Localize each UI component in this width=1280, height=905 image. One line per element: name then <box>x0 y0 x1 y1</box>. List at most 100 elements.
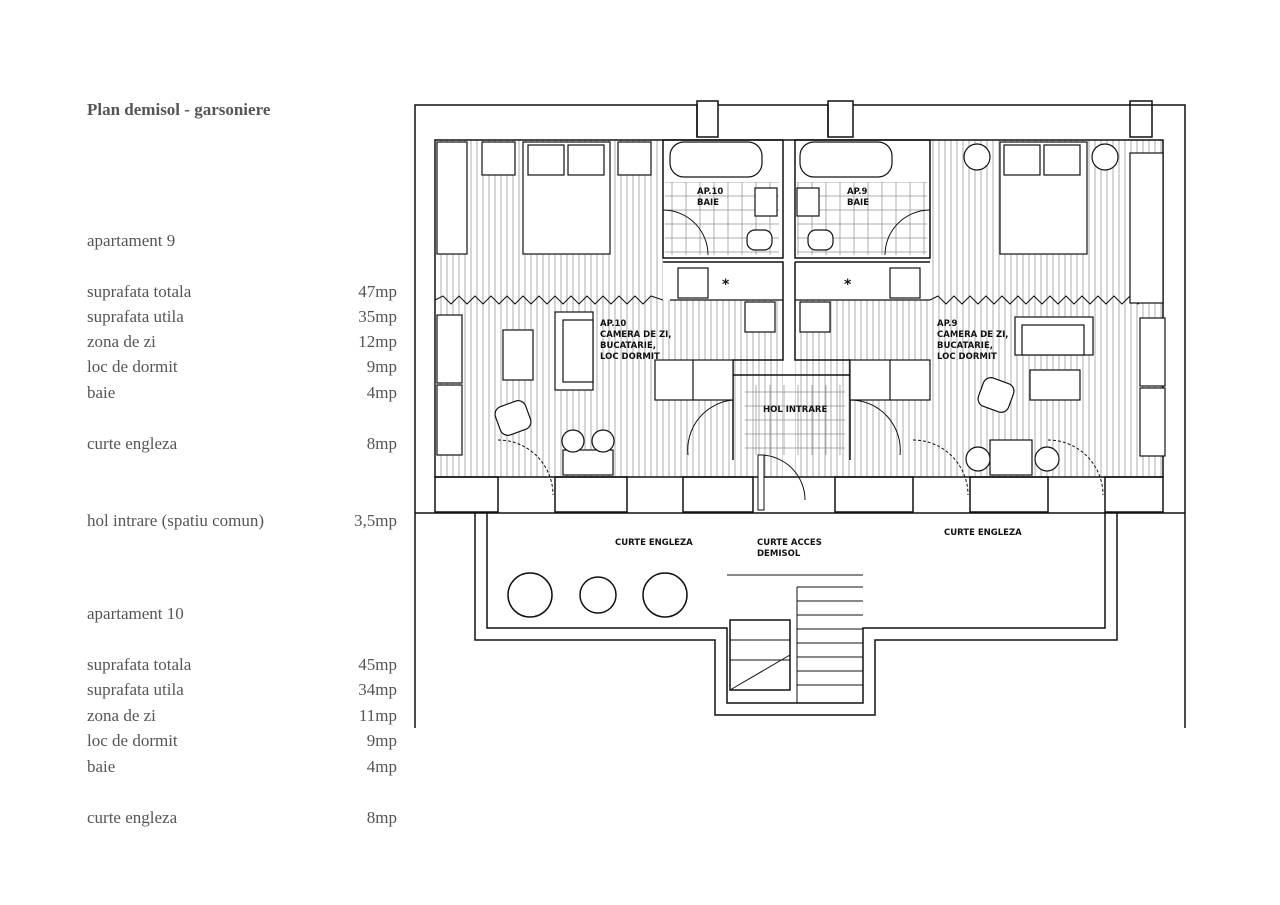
row-label: loc de dormit <box>87 357 178 376</box>
star-marker: * <box>844 277 852 293</box>
chair <box>1034 446 1060 472</box>
row-label: hol intrare (spatiu comun) <box>87 511 265 530</box>
furniture <box>436 141 1166 476</box>
bench <box>562 449 614 476</box>
label-ap9-bath: AP.9 <box>847 187 867 197</box>
label-ap10-bath: BAIE <box>697 198 719 208</box>
label-ap9-room: CAMERA DE ZI, <box>937 330 1009 340</box>
row-label: zona de zi <box>87 332 156 351</box>
row-value: 35mp <box>358 307 397 326</box>
row-value: 9mp <box>366 357 397 376</box>
section-cut-left <box>434 295 664 305</box>
cabinet <box>1139 317 1166 387</box>
row-value: 45mp <box>358 655 397 674</box>
label-ap10-room: LOC DORMIT <box>600 352 660 362</box>
pillow <box>527 144 565 176</box>
stove <box>677 267 709 299</box>
row-label: loc de dormit <box>87 731 178 750</box>
pillow <box>1003 144 1041 176</box>
label-court-access: CURTE ACCES <box>757 538 822 548</box>
stairs <box>727 574 863 703</box>
chair <box>561 429 585 453</box>
chair <box>591 429 615 453</box>
kitchen-sink <box>799 301 831 333</box>
cabinet <box>436 314 463 384</box>
dining-table <box>989 439 1033 476</box>
nightstand-round <box>1091 143 1119 171</box>
label-ap9-bath: BAIE <box>847 198 869 208</box>
apt9-row: baie 4mp <box>87 383 397 403</box>
label-ap10-room: BUCATARIE, <box>600 341 656 351</box>
wardrobe <box>1129 152 1164 304</box>
chair-seat <box>642 572 688 618</box>
sink <box>754 187 778 217</box>
row-value: 11mp <box>358 706 397 725</box>
armchair <box>494 400 532 436</box>
section-cut-right <box>929 295 1164 305</box>
sink <box>796 187 820 217</box>
doors <box>497 209 1104 511</box>
wardrobe <box>436 141 468 255</box>
row-value: 4mp <box>366 383 397 402</box>
cabinet <box>1139 387 1166 457</box>
label-ap10-room: AP.10 <box>600 319 626 329</box>
row-value: 8mp <box>366 434 397 453</box>
plan-title: Plan demisol - garsoniere <box>87 100 271 119</box>
label-ap9-room: LOC DORMIT <box>937 352 997 362</box>
label-hall: HOL INTRARE <box>763 405 827 415</box>
apt10-heading: apartament 10 <box>87 604 184 623</box>
row-label: baie <box>87 383 116 402</box>
pillow <box>567 144 605 176</box>
apt10-row: loc de dormit 9mp <box>87 731 397 751</box>
row-value: 9mp <box>366 731 397 750</box>
common-hall-row: hol intrare (spatiu comun) 3,5mp <box>87 511 397 531</box>
table <box>502 329 534 381</box>
label-courtyard-right: CURTE ENGLEZA <box>944 528 1022 538</box>
sofa-seat <box>562 319 594 383</box>
bathtub <box>799 141 893 178</box>
row-label: suprafata utila <box>87 307 184 326</box>
apt9-row: suprafata utila 35mp <box>87 307 397 327</box>
sofa-seat <box>1021 324 1085 356</box>
label-courtyard-left: CURTE ENGLEZA <box>615 538 693 548</box>
stove <box>889 267 921 299</box>
armchair <box>977 377 1015 413</box>
apt9-courtyard-row: curte engleza 8mp <box>87 434 397 454</box>
row-value: 47mp <box>358 282 397 301</box>
row-value: 3,5mp <box>354 511 397 530</box>
counter <box>654 359 734 401</box>
apt9-row: loc de dormit 9mp <box>87 357 397 377</box>
label-court-access: DEMISOL <box>757 549 801 559</box>
row-value: 34mp <box>358 680 397 699</box>
apt10-row: zona de zi 11mp <box>87 706 397 726</box>
label-ap9-room: AP.9 <box>937 319 957 329</box>
label-ap9-room: BUCATARIE, <box>937 341 993 351</box>
row-label: curte engleza <box>87 808 178 827</box>
apt9-heading: apartament 9 <box>87 231 176 250</box>
label-ap10-bath: AP.10 <box>697 187 723 197</box>
row-label: suprafata utila <box>87 680 184 699</box>
row-label: curte engleza <box>87 434 178 453</box>
table <box>1029 369 1081 401</box>
apt10-row: suprafata utila 34mp <box>87 680 397 700</box>
label-ap10-room: CAMERA DE ZI, <box>600 330 672 340</box>
star-marker: * <box>722 277 730 293</box>
plan-labels: AP.10 BAIE AP.9 BAIE AP.10 CAMERA DE ZI,… <box>600 187 1022 559</box>
row-label: zona de zi <box>87 706 156 725</box>
toilet <box>746 229 773 251</box>
cabinet <box>436 384 463 456</box>
courtyards <box>474 513 1118 716</box>
row-label: baie <box>87 757 116 776</box>
building-walls <box>414 100 1186 728</box>
apt9-row: zona de zi 12mp <box>87 332 397 352</box>
kitchen-sink <box>744 301 776 333</box>
chair <box>965 446 991 472</box>
bathtub <box>669 141 763 178</box>
row-value: 12mp <box>358 332 397 351</box>
nightstand <box>481 141 516 176</box>
